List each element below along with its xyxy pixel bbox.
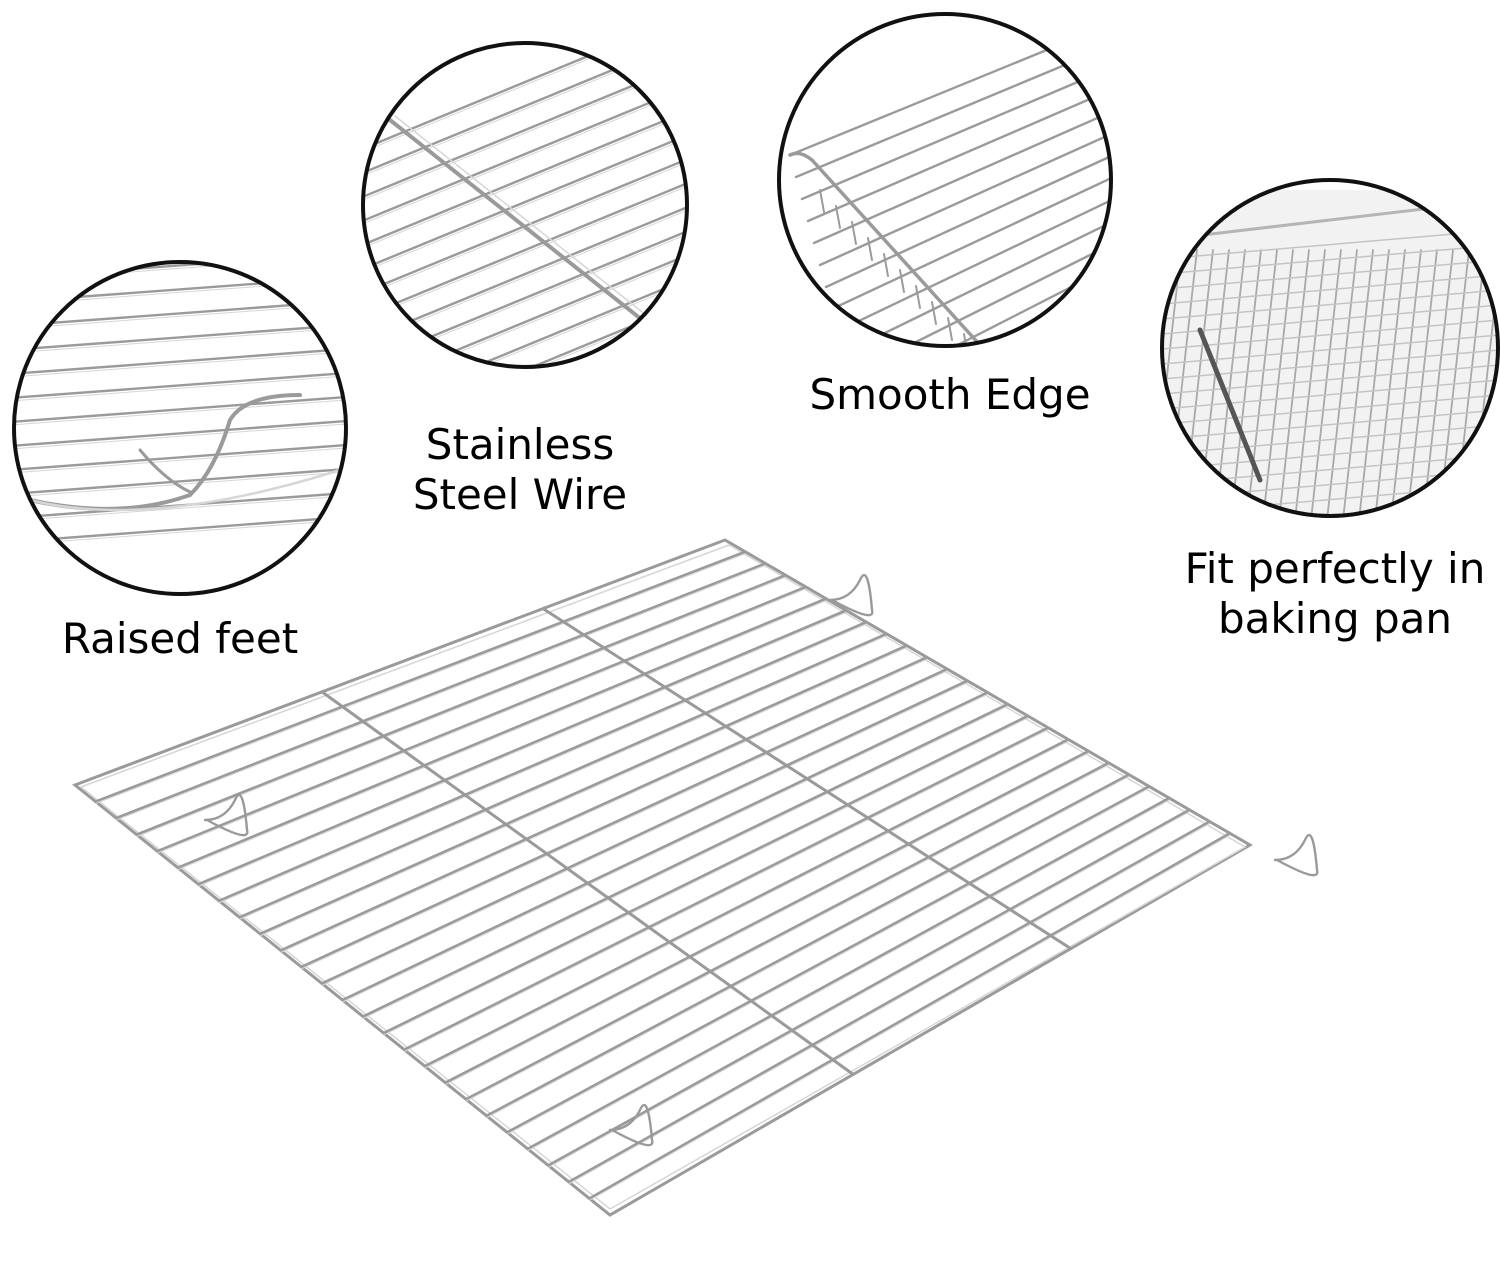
label-raised-feet: Raised feet [40,614,320,664]
label-line: Smooth Edge [809,370,1091,419]
detail-circle-raised-feet [12,260,348,596]
detail-circle-baking-pan [1160,178,1500,518]
cooling-rack [72,538,1319,1217]
label-line: baking pan [1217,594,1453,643]
label-line: Raised feet [61,614,299,663]
label-fit-in-pan: Fit perfectly in baking pan [1170,544,1500,644]
label-line: Stainless [425,420,615,469]
label-stainless-steel-wire: Stainless Steel Wire [390,420,650,520]
detail-circle-smooth-edge [777,12,1113,348]
label-line: Fit perfectly in [1184,544,1486,593]
label-line: Steel Wire [412,470,628,519]
label-smooth-edge: Smooth Edge [790,370,1110,420]
detail-circle-stainless-wire [361,41,689,369]
